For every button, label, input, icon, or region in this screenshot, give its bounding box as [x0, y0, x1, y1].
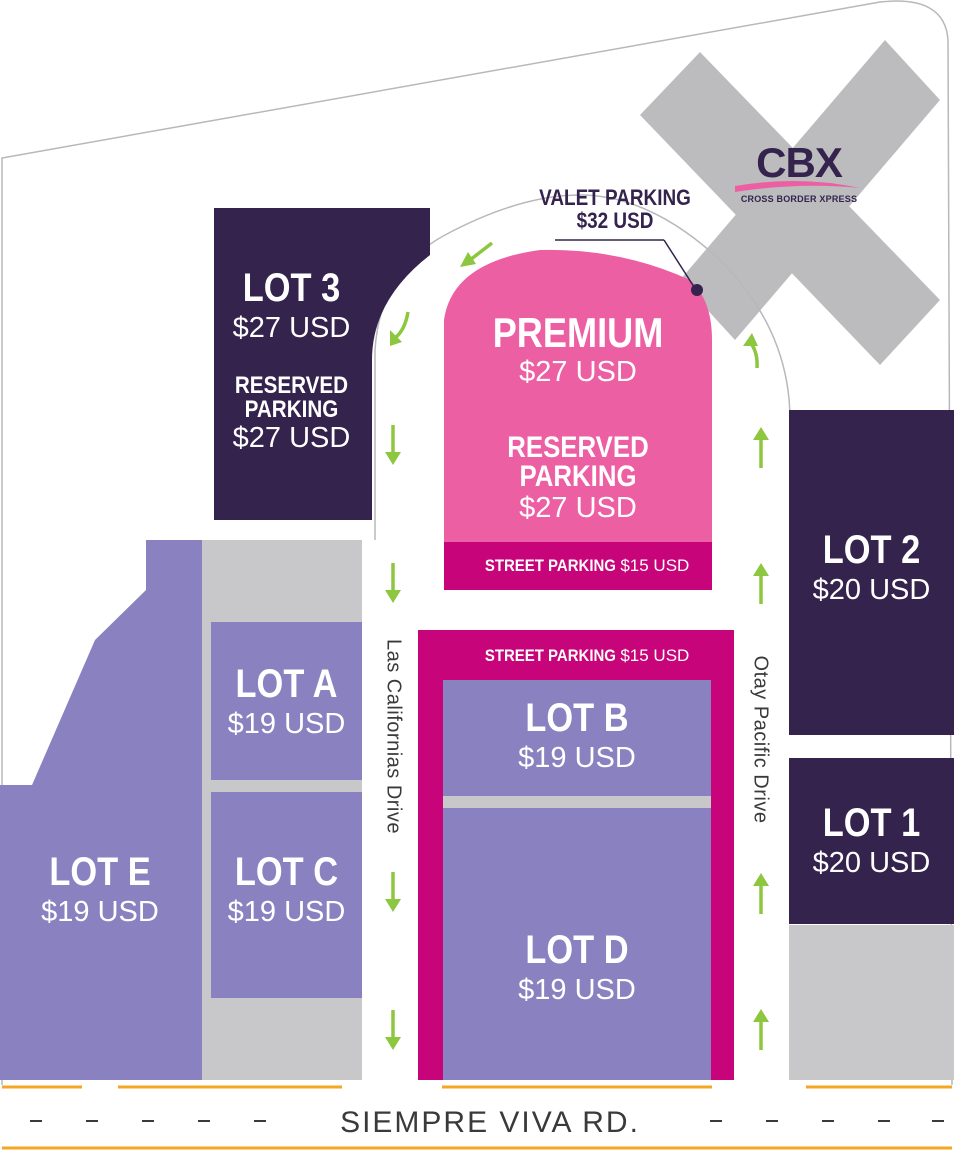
premium-block [444, 249, 712, 545]
lot-1-block [789, 758, 954, 924]
lot-1-name: LOT 1 [822, 801, 921, 845]
premium-label: PREMIUM $27 USD [444, 312, 712, 387]
lot-3-name: LOT 3 [242, 266, 341, 310]
lot-d-name: LOT D [525, 928, 629, 972]
lot-c-label: LOT C $19 USD [211, 852, 362, 927]
property-outline [1, 0, 953, 1086]
street-parking-text-1: STREET PARKING [484, 556, 616, 575]
road-label-bottom: SIEMPRE VIVA RD. [340, 1106, 640, 1139]
premium-street-parking-label: STREET PARKING $15 USD [444, 556, 712, 576]
lot-a-label: LOT A $19 USD [211, 664, 362, 739]
cbx-logo-text: CBX [756, 139, 843, 186]
premium-reserved: RESERVED PARKING $27 USD [444, 433, 712, 523]
siempre-viva-road [2, 1085, 952, 1150]
premium-reserved-label: RESERVED PARKING [507, 431, 649, 494]
street-parking-text-2: STREET PARKING [484, 646, 616, 665]
cbx-logo: CBX CROSS BORDER XPRESS [733, 139, 865, 205]
lot-e-name: LOT E [49, 850, 151, 894]
lot-b-name: LOT B [525, 696, 629, 740]
lot-a-block [211, 622, 362, 780]
lot-2-block [789, 410, 954, 735]
lot-c-price: $19 USD [227, 896, 346, 928]
lot-b-block [443, 680, 711, 796]
lot-d-price: $19 USD [518, 974, 636, 1006]
lot-a-name: LOT A [235, 662, 338, 706]
lot-d-block [443, 808, 711, 1080]
valet-marker-dot [691, 284, 703, 296]
lot-1-gray-area [789, 925, 954, 1080]
lot-c-name: LOT C [234, 850, 339, 894]
premium-name: PREMIUM [492, 309, 664, 356]
lot-b-price: $19 USD [518, 742, 636, 774]
divider-bd [443, 796, 711, 808]
lot-e-price: $19 USD [41, 896, 159, 928]
premium-street-parking-strip [444, 542, 712, 590]
valet-label: VALET PARKING $32 USD [520, 186, 710, 232]
lot-3-reserved: RESERVED PARKING $27 USD [214, 372, 369, 455]
lot-b-label: LOT B $19 USD [443, 698, 711, 773]
cbx-subtitle: CROSS BORDER XPRESS [740, 194, 858, 204]
lot-3-block [214, 208, 430, 520]
lot-3-reserved-label: RESERVED PARKING [234, 372, 349, 423]
cbx-logo-swoosh [735, 180, 860, 192]
cbx-building [640, 40, 940, 365]
lot-1-price: $20 USD [812, 847, 931, 879]
valet-title: VALET PARKING [539, 185, 691, 210]
street-parking-price-2: $15 USD [620, 646, 690, 665]
valet-price: $32 USD [576, 208, 654, 234]
lot-3-label: LOT 3 $27 USD [214, 268, 369, 343]
road-label-right: Otay Pacific Drive [749, 655, 772, 824]
lot-e-label: LOT E $19 USD [0, 852, 200, 927]
lot-3-reserved-price: $27 USD [232, 422, 351, 455]
lot-2-label: LOT 2 $20 USD [789, 530, 954, 605]
lot-2-name: LOT 2 [822, 528, 921, 572]
street-parking-price-1: $15 USD [620, 556, 690, 575]
premium-price: $27 USD [519, 356, 637, 388]
lot-2-price: $20 USD [812, 574, 931, 606]
arrows-right-road [743, 333, 769, 1050]
arrows-left-road [385, 241, 494, 1050]
lot-a-price: $19 USD [227, 708, 346, 740]
road-label-left: Las Californias Drive [382, 638, 405, 834]
lot-3-price: $27 USD [232, 312, 351, 344]
lot-e-block [0, 540, 202, 1080]
frame-street-parking-label: STREET PARKING $15 USD [444, 646, 712, 666]
premium-reserved-price: $27 USD [519, 491, 637, 524]
lot-c-block [211, 792, 362, 998]
lot-1-label: LOT 1 $20 USD [789, 803, 954, 878]
lot-d-label: LOT D $19 USD [443, 930, 711, 1005]
